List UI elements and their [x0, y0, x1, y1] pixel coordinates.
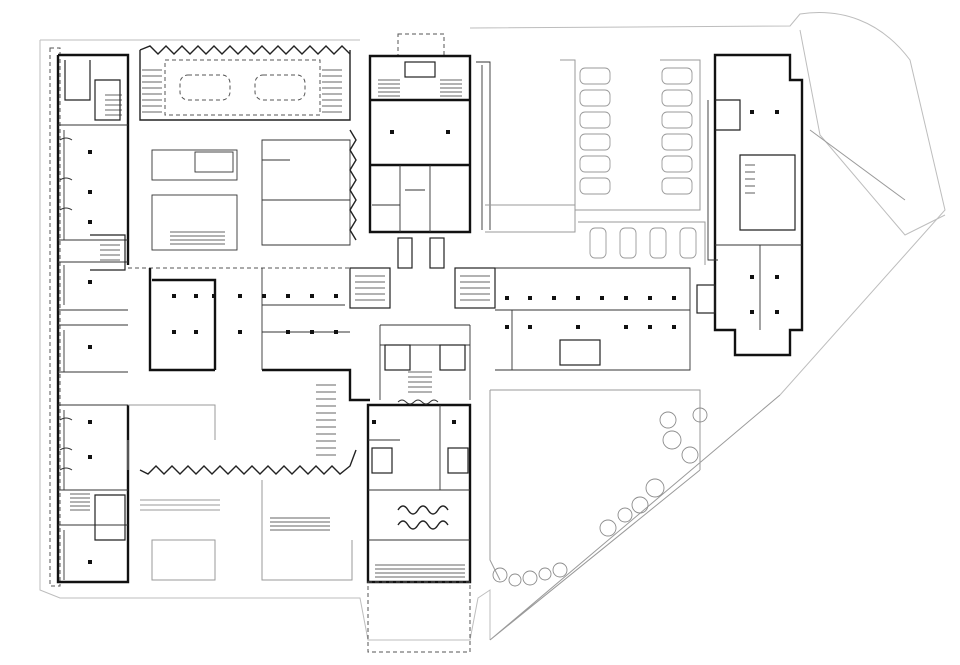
south-wing [366, 399, 472, 653]
structural-columns [88, 110, 779, 564]
main-spine [128, 267, 691, 402]
central-north-block [368, 33, 576, 269]
parking-area [560, 59, 706, 265]
southwest-courtyard [127, 384, 357, 581]
west-wing [49, 47, 130, 587]
northwest-courtyard [139, 45, 357, 251]
east-block [696, 53, 804, 357]
site-boundary [39, 12, 946, 641]
trees [492, 407, 708, 587]
